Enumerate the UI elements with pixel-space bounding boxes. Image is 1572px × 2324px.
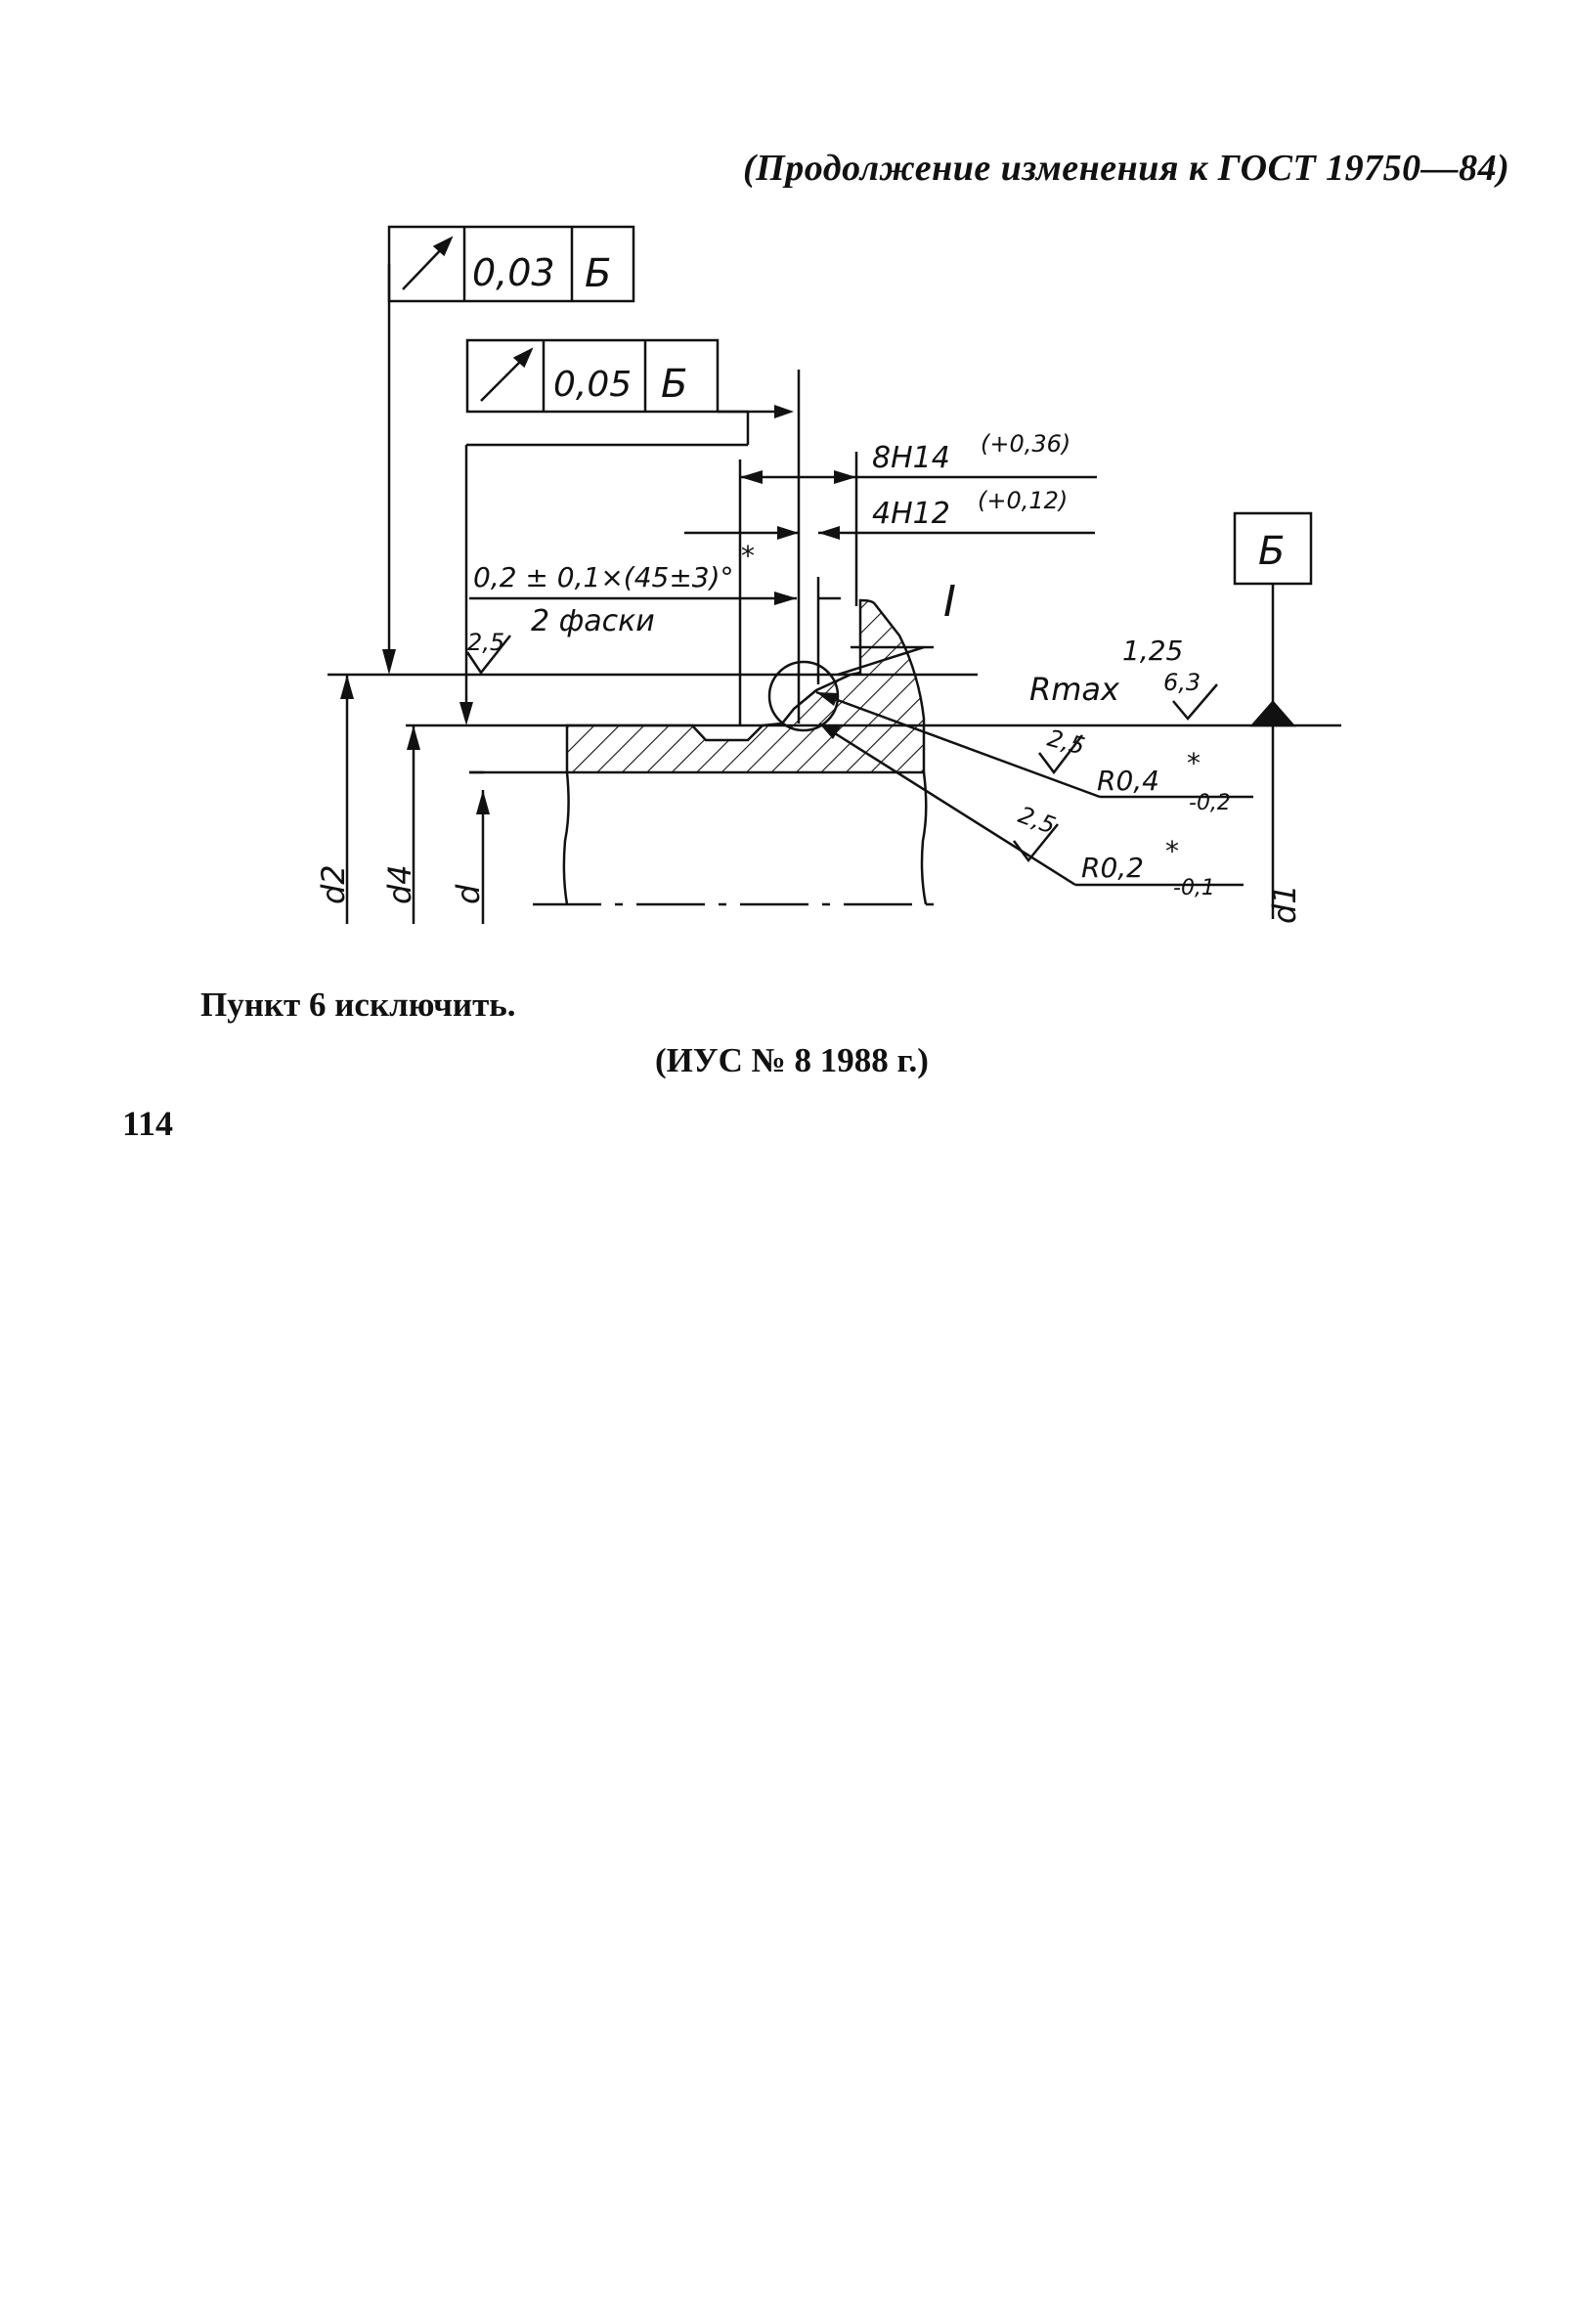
frame-mid-datum: Б	[661, 362, 687, 407]
roughness-2-5-a: 2,5	[1044, 724, 1087, 761]
radius-02-deviation: -0,1	[1173, 876, 1215, 900]
chamfer-size: 0,2 ± 0,1×(45±3)°	[473, 561, 734, 593]
note-text: Пункт 6 исключить.	[200, 986, 516, 1024]
radius-02-star: *	[1165, 835, 1179, 867]
detail-mark: I	[943, 577, 956, 627]
dim-4h12-deviation: (+0,12)	[978, 487, 1068, 514]
roughness-right-top: 1,25	[1122, 635, 1183, 667]
radius-02-base: R0,2	[1081, 852, 1144, 884]
frame-mid-tolerance: 0,05	[553, 365, 632, 405]
issue-reference: (ИУС № 8 1988 г.)	[655, 1041, 929, 1079]
frame-top-datum: Б	[585, 251, 611, 296]
radius-04-deviation: -0,2	[1189, 791, 1231, 815]
frame-top-tolerance: 0,03	[472, 251, 555, 294]
feature-frame-mid	[465, 338, 720, 414]
technical-drawing: 0,03 Б 0,05 Б 8H14 (+0,36) 4H12 (+0,12) …	[315, 225, 1341, 924]
roughness-mark-left	[465, 635, 511, 676]
runout-arrow-icon	[402, 236, 454, 290]
chamfer-star: *	[741, 540, 755, 572]
roughness-left-value: 2,5	[467, 629, 504, 656]
rmax-value: 6,3	[1163, 669, 1201, 696]
page-number: 114	[122, 1104, 174, 1143]
continuation-header: (Продолжение изменения к ГОСТ 19750—84)	[743, 148, 1510, 189]
dia-label-d4: d4	[381, 864, 418, 904]
dia-label-d2: d2	[315, 864, 352, 904]
dia-label-d: d	[450, 884, 487, 904]
dim-8h14-base: 8H14	[872, 441, 950, 475]
radius-04-star: *	[1187, 747, 1201, 779]
runout-arrow-icon-2	[480, 347, 534, 402]
radius-04-base: R0,4	[1097, 765, 1159, 797]
datum-box-letter: Б	[1258, 529, 1285, 574]
dia-label-d1: d1	[1266, 884, 1303, 924]
roughness-2-5-b: 2,5	[1015, 801, 1059, 839]
dim-8h14-deviation: (+0,36)	[981, 430, 1070, 458]
dim-4h12-base: 4H12	[872, 497, 950, 531]
rmax-label: Rmax	[1029, 671, 1120, 708]
chamfer-note: 2 фаски	[531, 604, 655, 638]
